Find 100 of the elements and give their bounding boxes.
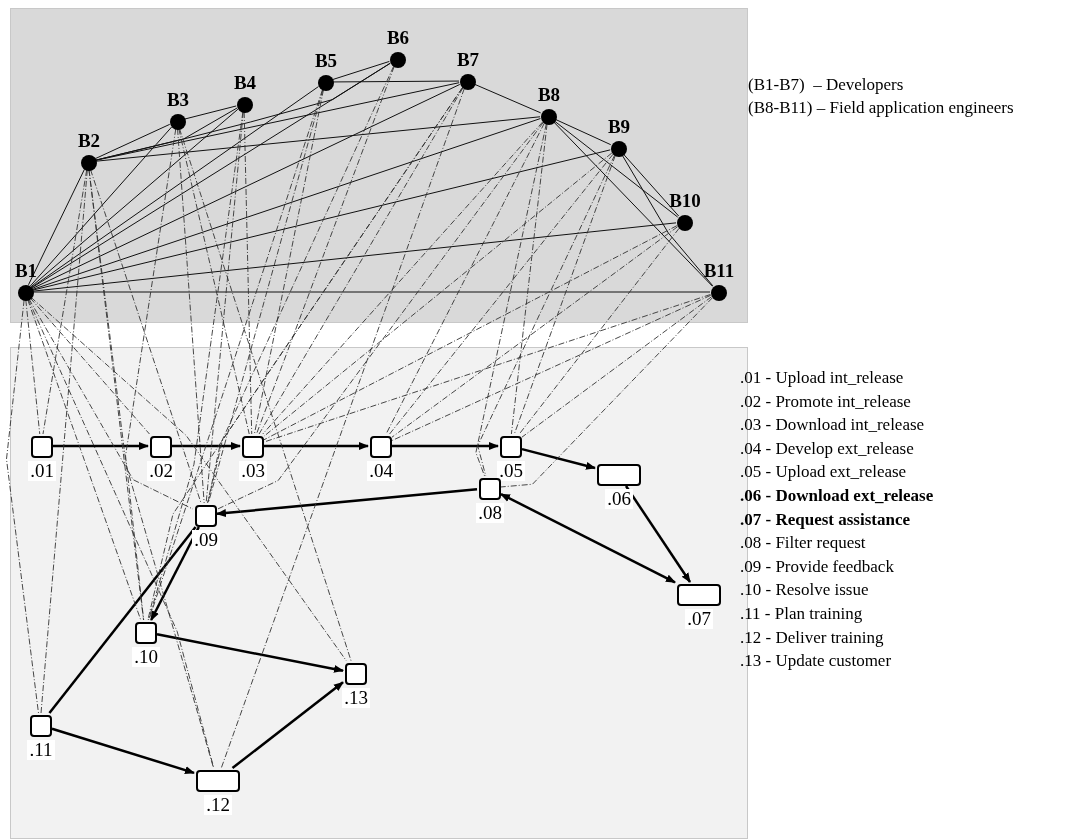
connector-line bbox=[205, 111, 244, 504]
connector-line bbox=[90, 169, 202, 504]
arrow bbox=[392, 442, 499, 450]
connector-line bbox=[332, 60, 390, 81]
connector-line bbox=[27, 299, 142, 621]
connector-line bbox=[220, 88, 465, 769]
connector-line bbox=[500, 297, 713, 488]
legend-text: .04 - Develop ext_release bbox=[740, 438, 914, 459]
connector-line bbox=[256, 66, 395, 435]
node-label: .09 bbox=[192, 530, 220, 550]
connector-line bbox=[391, 226, 678, 438]
arrow bbox=[150, 526, 200, 621]
node-label: B8 bbox=[537, 85, 561, 105]
node-label: B5 bbox=[314, 51, 338, 71]
connector-line bbox=[32, 291, 711, 293]
connector-line bbox=[95, 116, 541, 162]
connector-line bbox=[32, 118, 541, 290]
connector-line bbox=[147, 87, 463, 621]
connector-line bbox=[513, 155, 616, 435]
connector-line bbox=[253, 89, 324, 435]
connector-line bbox=[32, 222, 677, 292]
connector-line bbox=[207, 89, 324, 504]
arrow bbox=[624, 485, 692, 583]
legend-text: .05 - Upload ext_release bbox=[740, 462, 907, 483]
connector-line bbox=[475, 123, 547, 477]
connector-line bbox=[243, 111, 253, 435]
legend-text: .13 - Update customer bbox=[740, 651, 892, 672]
node-label: B9 bbox=[607, 117, 631, 137]
node-label: .03 bbox=[239, 461, 267, 481]
connector-line bbox=[27, 298, 215, 769]
connector-line bbox=[263, 294, 711, 443]
legend-text: .10 - Resolve issue bbox=[740, 580, 869, 601]
connector-line bbox=[28, 168, 85, 286]
connector-line bbox=[263, 152, 613, 437]
connector-line bbox=[262, 121, 544, 435]
connector-line bbox=[477, 154, 616, 477]
connector-line bbox=[6, 299, 39, 714]
connector-line bbox=[88, 169, 214, 769]
arrow bbox=[216, 487, 478, 517]
connector-line bbox=[554, 118, 612, 146]
connector-line bbox=[263, 225, 678, 441]
connector-line bbox=[622, 153, 680, 217]
connector-line bbox=[621, 154, 714, 287]
legend-text: .07 - Request assistance bbox=[740, 509, 910, 530]
connector-line bbox=[184, 105, 237, 120]
connector-line bbox=[31, 83, 461, 290]
arrow bbox=[231, 681, 344, 769]
connector-line bbox=[125, 128, 177, 621]
node-label: .10 bbox=[132, 647, 160, 667]
node-label: .13 bbox=[342, 688, 370, 708]
connector-line bbox=[25, 299, 41, 435]
connector-line bbox=[48, 526, 197, 714]
node-label: .02 bbox=[147, 461, 175, 481]
legend-text: .02 - Promote int_release bbox=[740, 391, 911, 412]
legend-text: .01 - Upload int_release bbox=[740, 368, 904, 388]
legend-text: .06 - Download ext_release bbox=[740, 486, 934, 506]
connector-line bbox=[473, 83, 542, 114]
legend-text: .09 - Provide feedback bbox=[740, 556, 894, 577]
connector-line bbox=[29, 297, 150, 435]
node-label: B2 bbox=[77, 131, 101, 151]
node-label: .08 bbox=[476, 503, 504, 523]
connector-line bbox=[40, 169, 88, 714]
legend-text: .08 - Filter request bbox=[740, 533, 866, 554]
node-label: B1 bbox=[14, 261, 38, 281]
connector-line bbox=[258, 87, 464, 435]
connector-line bbox=[510, 123, 548, 435]
connector-line bbox=[32, 149, 611, 291]
connector-line bbox=[177, 128, 205, 504]
connector-line bbox=[389, 153, 614, 435]
legend-text: (B1-B7) – Developers bbox=[748, 75, 904, 95]
connector-line bbox=[31, 86, 319, 288]
node-label: .05 bbox=[497, 461, 525, 481]
node-label: B4 bbox=[233, 73, 257, 93]
legend-text: .11 - Plan training bbox=[740, 604, 863, 624]
node-label: B3 bbox=[166, 90, 190, 110]
connector-line bbox=[42, 169, 88, 435]
connector-line bbox=[178, 128, 250, 435]
arrow bbox=[264, 442, 369, 450]
legend-text: .12 - Deliver training bbox=[740, 627, 884, 648]
connector-line bbox=[385, 122, 545, 435]
connector-line bbox=[148, 111, 244, 621]
node-label: .06 bbox=[605, 489, 633, 509]
connector-line bbox=[29, 126, 173, 287]
arrow bbox=[156, 633, 344, 673]
arrow bbox=[51, 727, 195, 775]
legend-text: .03 - Download int_release bbox=[740, 415, 925, 436]
connector-line bbox=[207, 65, 395, 504]
connector-line bbox=[30, 108, 239, 288]
node-label: .11 bbox=[27, 740, 55, 760]
node-label: B11 bbox=[703, 261, 735, 281]
legend-text: (B8-B11) – Field application engineers bbox=[748, 98, 1015, 118]
connector-line bbox=[553, 121, 713, 287]
panel-background bbox=[10, 8, 748, 323]
connector-line bbox=[94, 123, 171, 160]
node-label: B7 bbox=[456, 50, 480, 70]
node-label: .07 bbox=[685, 609, 713, 629]
connector-line bbox=[391, 294, 712, 441]
connector-line bbox=[521, 296, 713, 438]
connector-line bbox=[332, 80, 460, 83]
connector-line bbox=[95, 82, 460, 161]
